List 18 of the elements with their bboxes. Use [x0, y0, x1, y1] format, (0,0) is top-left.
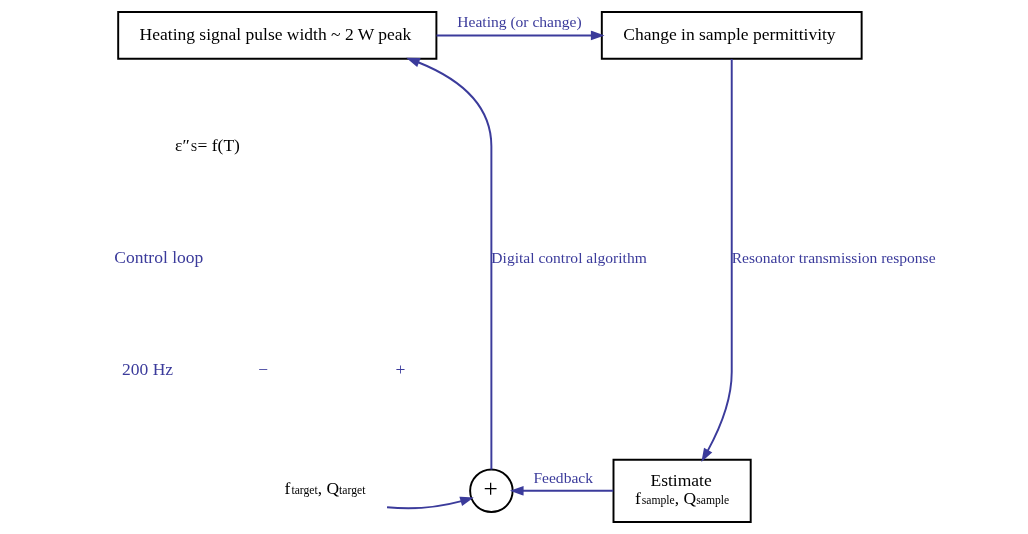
label: +	[395, 359, 406, 380]
edge-label: Digital control algorithm	[491, 248, 647, 266]
arrow	[386, 496, 474, 510]
arrow	[406, 57, 493, 471]
edge-label: Heating (or change)	[457, 13, 582, 31]
node-box: Change in sample permittivity	[600, 11, 863, 60]
node-text: ftarget, Qtarget	[284, 478, 366, 499]
label: ε″S= f(T)	[175, 134, 240, 155]
node-box: Heating signal pulse width ~ 2 W peak	[117, 11, 438, 60]
node-circle: +	[469, 468, 514, 514]
label: −	[258, 359, 269, 380]
edge-label: Feedback	[533, 468, 593, 486]
label: 200 Hz	[122, 359, 174, 380]
label: Control loop	[114, 247, 204, 268]
arrow	[701, 58, 733, 462]
arrow	[435, 30, 605, 41]
node-box: Estimate fsample, Qsample	[612, 458, 752, 523]
arrow	[509, 486, 615, 496]
